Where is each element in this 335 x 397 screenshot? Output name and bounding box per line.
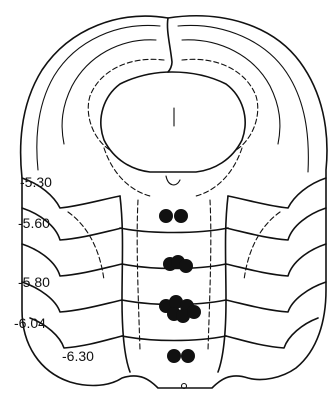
section-outline-r5 bbox=[226, 318, 318, 348]
site-dot bbox=[174, 209, 188, 223]
brainstem-dash-left bbox=[137, 200, 140, 350]
cortex-layer-left-2 bbox=[62, 40, 156, 144]
section-outline-3 bbox=[22, 244, 122, 276]
section-outline-r4 bbox=[226, 282, 326, 312]
aqueduct bbox=[166, 176, 180, 185]
site-dot bbox=[159, 209, 173, 223]
brainstem-column bbox=[120, 196, 228, 372]
brainstem-divider-1 bbox=[120, 228, 228, 233]
cortex-layer-right bbox=[178, 25, 308, 172]
site-dot bbox=[187, 305, 201, 319]
brainstem-dash-right bbox=[208, 200, 211, 350]
site-dot bbox=[167, 349, 181, 363]
cortex-layer-left bbox=[37, 25, 160, 170]
site-dot bbox=[181, 349, 195, 363]
thalamic-boundary-right bbox=[196, 148, 242, 196]
level-label: -5.80 bbox=[18, 274, 50, 290]
section-outline-r2 bbox=[226, 208, 326, 240]
thalamic-boundary-left bbox=[104, 148, 150, 196]
central-mass bbox=[101, 72, 245, 172]
level-label: -6.04 bbox=[14, 315, 46, 331]
section-outline-r1 bbox=[228, 178, 326, 208]
midline bbox=[167, 18, 172, 72]
site-dot bbox=[179, 259, 193, 273]
brainstem-divider-4 bbox=[122, 336, 226, 341]
level-label: -6.30 bbox=[62, 348, 94, 364]
section-outline-r3 bbox=[226, 244, 326, 276]
level-label: -5.30 bbox=[20, 174, 52, 190]
level-label: -5.60 bbox=[18, 215, 50, 231]
cortex-layer-right-2 bbox=[182, 40, 280, 144]
